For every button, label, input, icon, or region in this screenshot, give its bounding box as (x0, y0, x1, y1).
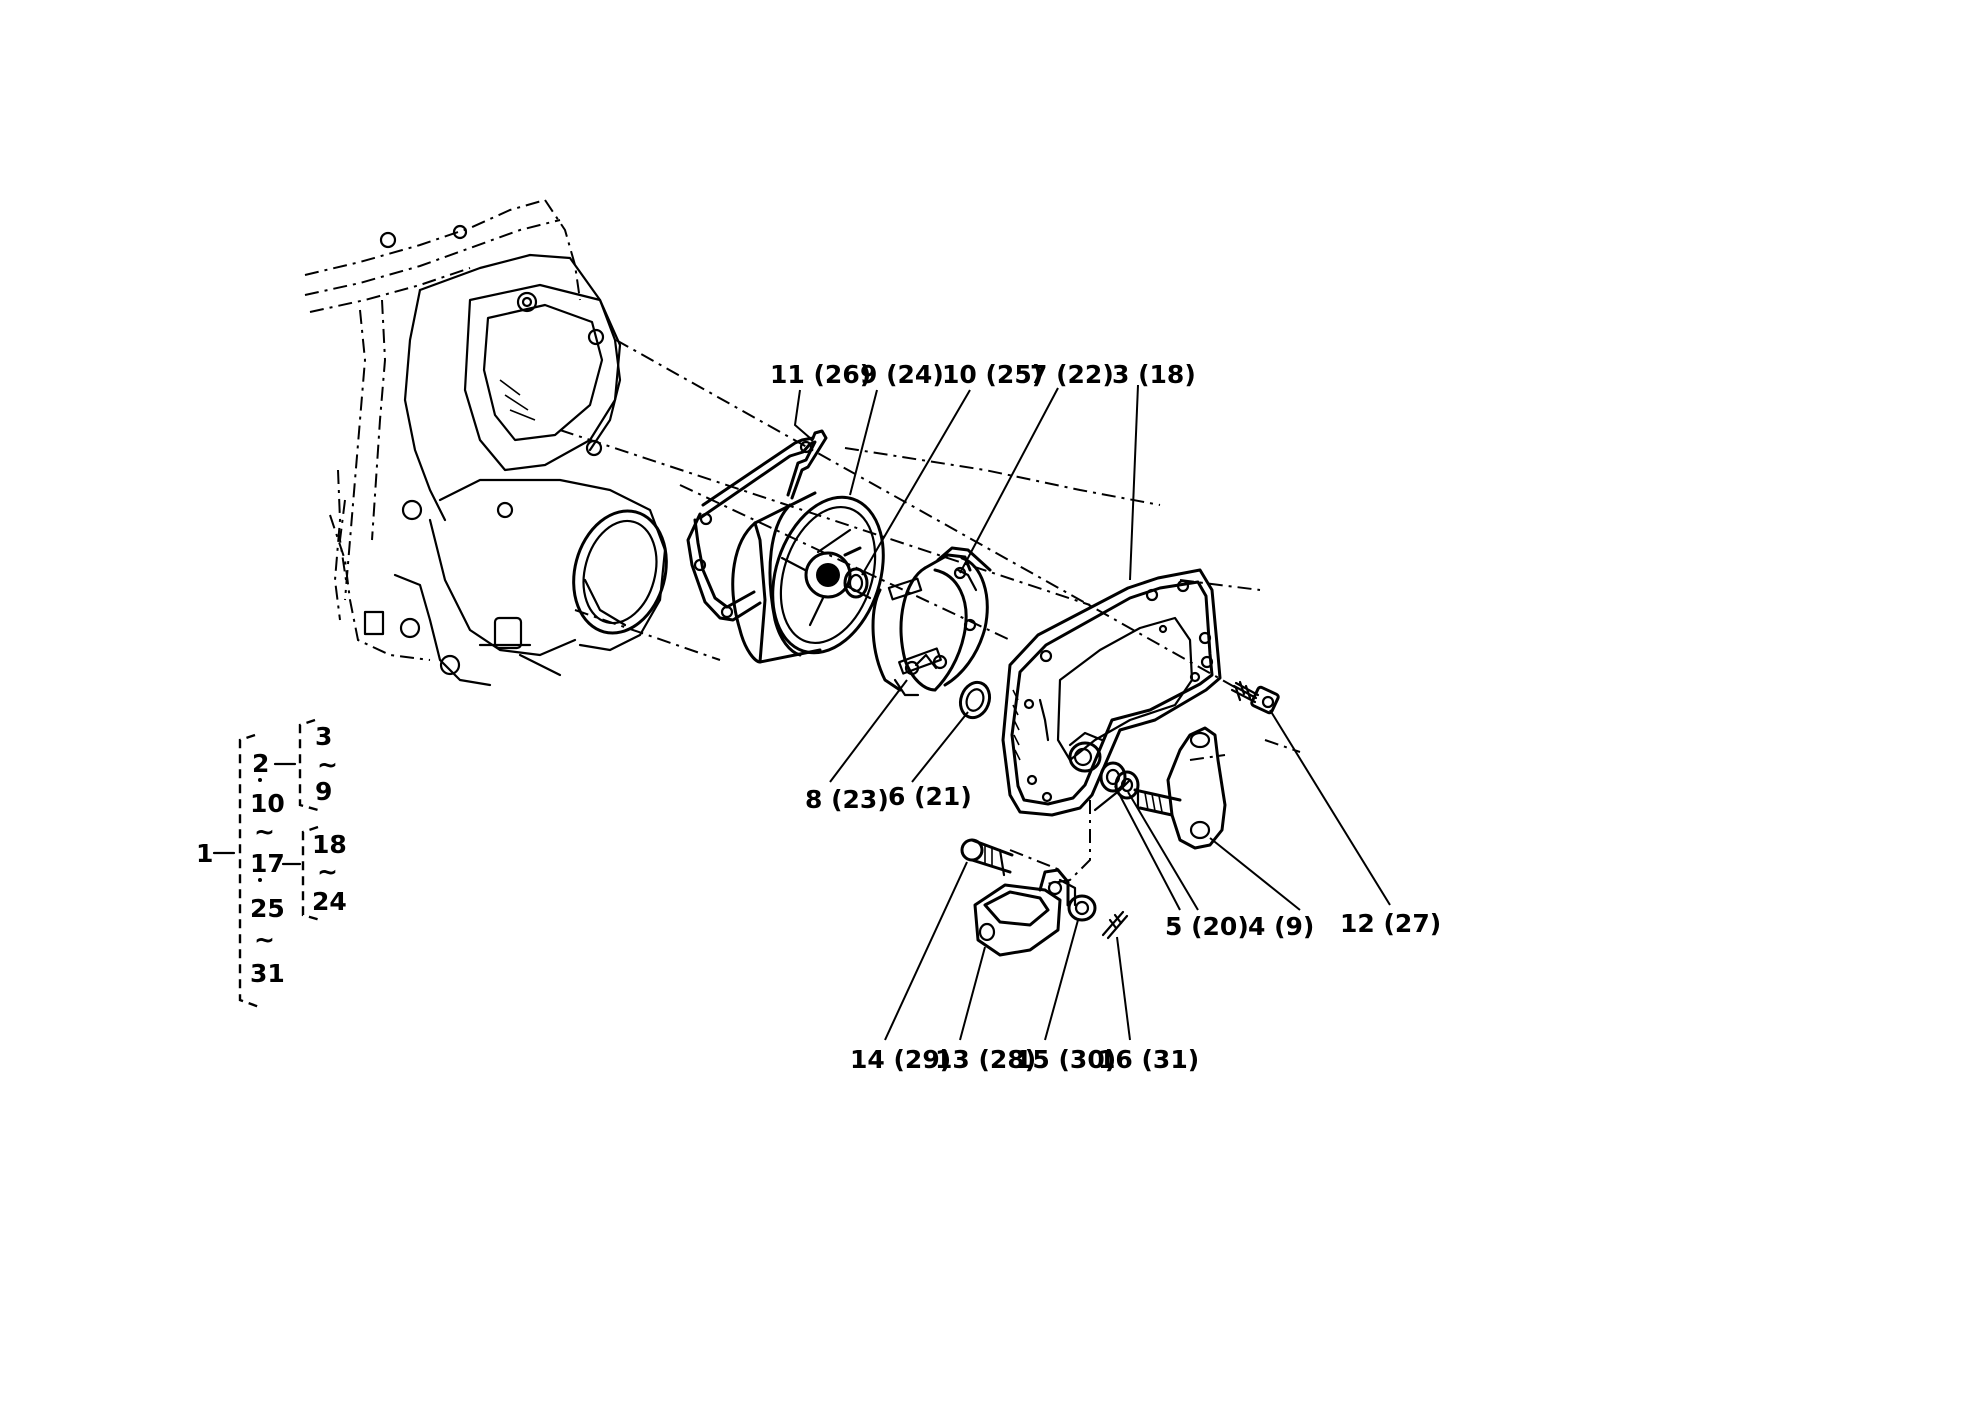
callout-3: 3 (18) (1112, 360, 1196, 389)
washer-part (1099, 761, 1140, 800)
callout-labels: 11 (26) 9 (24) 10 (25) 7 (22) 3 (18) 8 (… (770, 360, 1441, 1074)
callout-5: 5 (20) (1165, 912, 1249, 941)
legend-col1-3: 17 (250, 849, 285, 878)
callout-12: 12 (27) (1340, 909, 1441, 938)
callout-10: 10 (25) (942, 360, 1043, 389)
callout-15: 15 (30) (1015, 1045, 1116, 1074)
leader-lines (793, 384, 1391, 1041)
callout-9: 9 (24) (860, 360, 944, 389)
washer-small-part (1067, 894, 1097, 922)
callout-13: 13 (28) (935, 1045, 1036, 1074)
legend-col1-6: 31 (250, 959, 285, 988)
legend-col1-1: 10 (250, 789, 285, 818)
legend-group-a-1: ~ (317, 750, 338, 779)
legend-group-a-2: 9 (315, 777, 332, 806)
brake-shoe-assembly-part (871, 546, 992, 697)
legend-group-b-2: 24 (312, 887, 347, 916)
bolt-part (1230, 680, 1280, 715)
lever-part (1133, 726, 1227, 850)
legend-col1-5: ~ (254, 925, 275, 954)
callout-14: 14 (29) (850, 1045, 951, 1074)
o-ring-part (843, 567, 869, 599)
assembly-legend: 1 2 10 ~ 17 25 ~ 31 3 ~ 9 18 ~ 24 (196, 718, 347, 1010)
clevis-part (973, 868, 1077, 957)
callout-4: 4 (9) (1248, 912, 1314, 941)
legend-root: 1 (196, 839, 213, 868)
legend-col1-2: ~ (254, 817, 275, 846)
pin-part (960, 838, 1014, 877)
callout-11: 11 (26) (770, 360, 871, 389)
callout-6: 6 (21) (888, 782, 972, 811)
gasket-part (686, 429, 828, 622)
legend-col1-4: 25 (250, 894, 285, 923)
callout-8: 8 (23) (805, 785, 889, 814)
housing-drawing (304, 199, 668, 687)
seal-part (958, 680, 992, 720)
callout-16: 16 (31) (1098, 1045, 1199, 1074)
legend-group-b-1: ~ (317, 857, 338, 886)
legend-col1-0: 2 (252, 749, 269, 778)
callout-7: 7 (22) (1030, 360, 1114, 389)
legend-group-a-0: 3 (315, 722, 332, 751)
cotter-pin-part (1101, 910, 1129, 940)
brake-drum-part (731, 491, 885, 664)
brake-plate-part (1001, 568, 1222, 817)
legend-group-b-0: 18 (312, 830, 347, 859)
